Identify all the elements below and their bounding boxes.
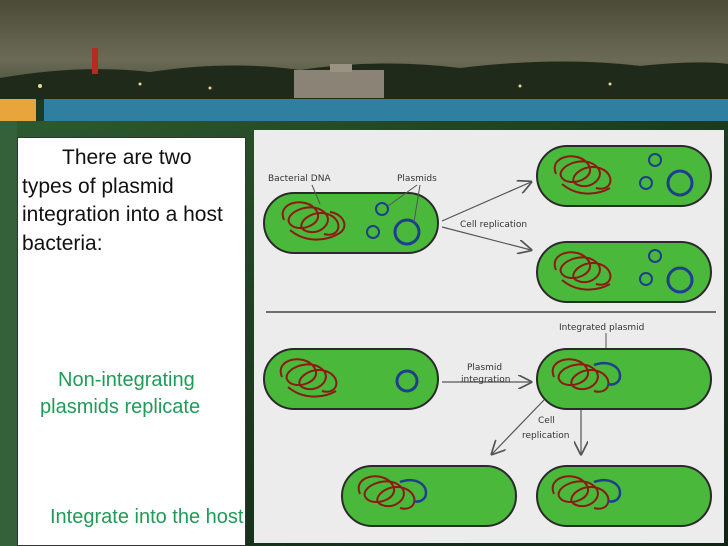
label-cell-replication: Cell replication	[460, 220, 527, 230]
cell-bottom-left-child	[341, 465, 517, 527]
cell-bottom-left	[263, 348, 439, 410]
cell-top-left	[263, 192, 439, 254]
list-item: Non-integrating plasmids replicate	[40, 369, 201, 418]
list-item: Integrate into the host	[50, 506, 244, 528]
cell-bottom-middle	[536, 348, 712, 410]
cell-top-right-2	[536, 241, 712, 303]
text-panel: There are two types of plasmid integrati…	[17, 137, 246, 546]
accent-bar-orange	[0, 99, 36, 121]
accent-bar-blue	[44, 99, 728, 121]
label-integration: integration	[461, 375, 510, 385]
label-cell: Cell	[538, 416, 555, 426]
label-bacterial-dna: Bacterial DNA	[268, 174, 331, 184]
label-plasmid: Plasmid	[467, 363, 502, 373]
plasmid-diagram: Bacterial DNA Plasmids Cell replication	[254, 130, 724, 543]
label-replication: replication	[522, 431, 569, 441]
label-integrated-plasmid: Integrated plasmid	[559, 323, 644, 333]
intro-text: There are two types of plasmid integrati…	[22, 146, 223, 255]
cell-bottom-right-child	[536, 465, 712, 527]
cell-top-right-1	[536, 145, 712, 207]
label-plasmids: Plasmids	[397, 174, 437, 184]
